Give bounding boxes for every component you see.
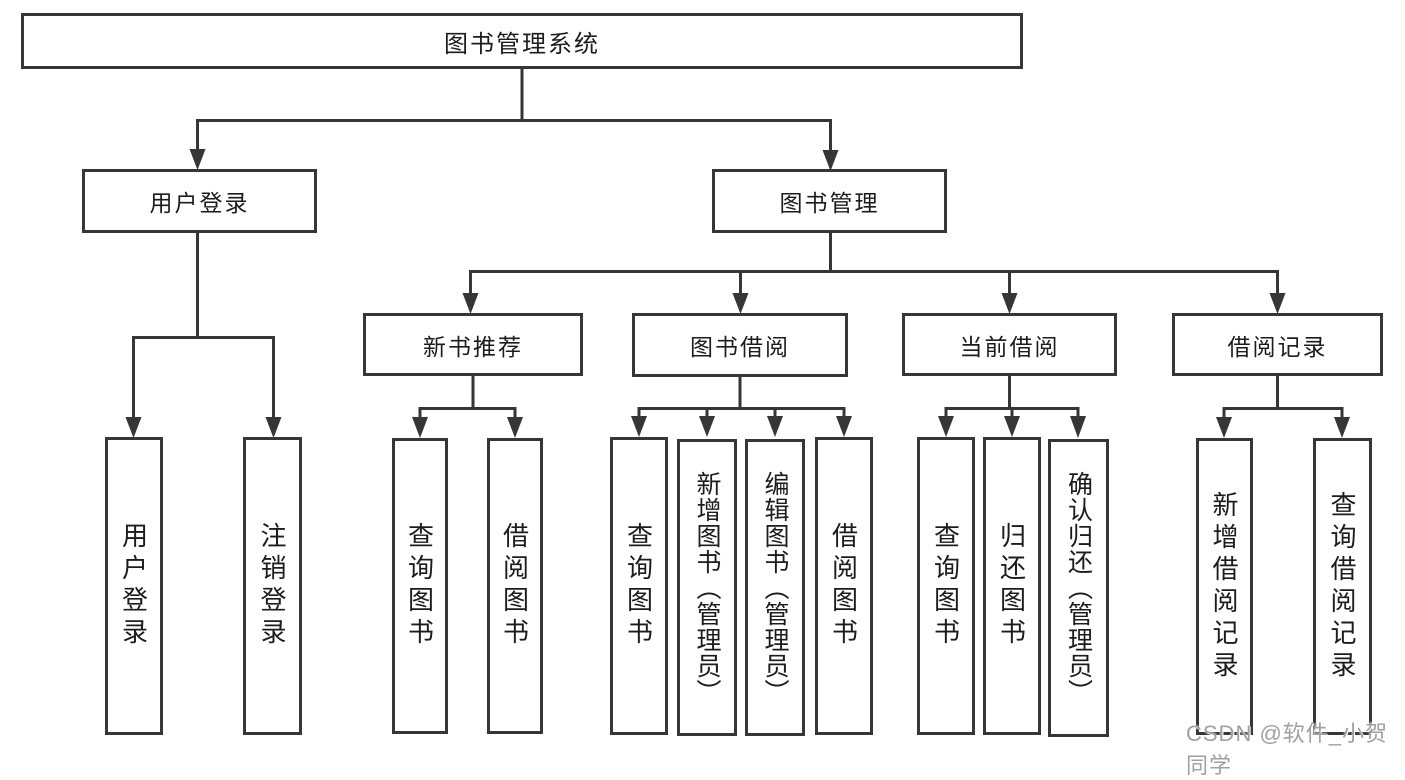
node-new-book-recommend-label: 新书推荐 xyxy=(423,333,523,360)
leaf-br-query-record-label: 查询借阅记录 xyxy=(1327,490,1357,683)
leaf-nbr-borrow-books: 借阅图书 xyxy=(487,438,543,734)
node-new-book-recommend: 新书推荐 xyxy=(363,313,583,376)
node-root: 图书管理系统 xyxy=(21,13,1023,69)
node-book-borrowing: 图书借阅 xyxy=(632,313,848,377)
leaf-logout-label: 注销登录 xyxy=(257,522,287,650)
node-root-label: 图书管理系统 xyxy=(444,30,600,58)
org-chart: 图书管理系统 用户登录 图书管理 新书推荐 图书借阅 当前借阅 借阅记录 用户登… xyxy=(21,13,1387,778)
leaf-bb-add-books-admin: 新增图书（管理员） xyxy=(677,439,737,736)
leaf-cb-confirm-return-admin-label: 确认归还（管理员） xyxy=(1064,471,1093,705)
node-current-borrowing-label: 当前借阅 xyxy=(959,333,1060,360)
leaf-br-query-record: 查询借阅记录 xyxy=(1313,438,1372,735)
leaf-cb-confirm-return-admin: 确认归还（管理员） xyxy=(1048,439,1109,737)
node-book-borrowing-label: 图书借阅 xyxy=(690,334,790,360)
node-user-login-label: 用户登录 xyxy=(149,190,250,216)
node-book-management-label: 图书管理 xyxy=(779,190,880,216)
leaf-logout: 注销登录 xyxy=(243,437,302,735)
leaf-bb-edit-books-admin-label: 编辑图书（管理员） xyxy=(761,470,789,705)
leaf-bb-query-books: 查询图书 xyxy=(610,437,668,735)
csdn-watermark: CSDN @软件_小贺同学 xyxy=(1186,721,1389,778)
leaf-br-add-record-label: 新增借阅记录 xyxy=(1209,490,1239,683)
leaf-nbr-borrow-books-label: 借阅图书 xyxy=(499,522,530,650)
leaf-nbr-query-books: 查询图书 xyxy=(392,438,448,734)
node-current-borrowing: 当前借阅 xyxy=(902,313,1117,376)
leaf-cb-return-books: 归还图书 xyxy=(983,437,1041,735)
arrowheads xyxy=(125,149,1350,438)
leaf-cb-query-books: 查询图书 xyxy=(917,437,975,735)
leaf-nbr-query-books-label: 查询图书 xyxy=(404,522,435,650)
leaf-bb-borrow-books: 借阅图书 xyxy=(815,437,873,735)
leaf-bb-add-books-admin-label: 新增图书（管理员） xyxy=(693,470,721,705)
leaf-cb-query-books-label: 查询图书 xyxy=(930,522,961,650)
node-borrowing-records-label: 借阅记录 xyxy=(1227,333,1328,360)
leaf-bb-query-books-label: 查询图书 xyxy=(623,522,654,650)
leaf-cb-return-books-label: 归还图书 xyxy=(996,522,1027,650)
connector-lines-layer xyxy=(125,66,1350,438)
node-borrowing-records: 借阅记录 xyxy=(1172,313,1383,376)
leaf-user-login-label: 用户登录 xyxy=(118,522,149,650)
leaf-bb-edit-books-admin: 编辑图书（管理员） xyxy=(745,439,805,736)
leaf-br-add-record: 新增借阅记录 xyxy=(1196,438,1253,735)
leaf-user-login: 用户登录 xyxy=(105,437,163,735)
node-book-management: 图书管理 xyxy=(712,169,947,233)
leaf-bb-borrow-books-label: 借阅图书 xyxy=(828,522,859,650)
node-user-login: 用户登录 xyxy=(82,169,317,233)
